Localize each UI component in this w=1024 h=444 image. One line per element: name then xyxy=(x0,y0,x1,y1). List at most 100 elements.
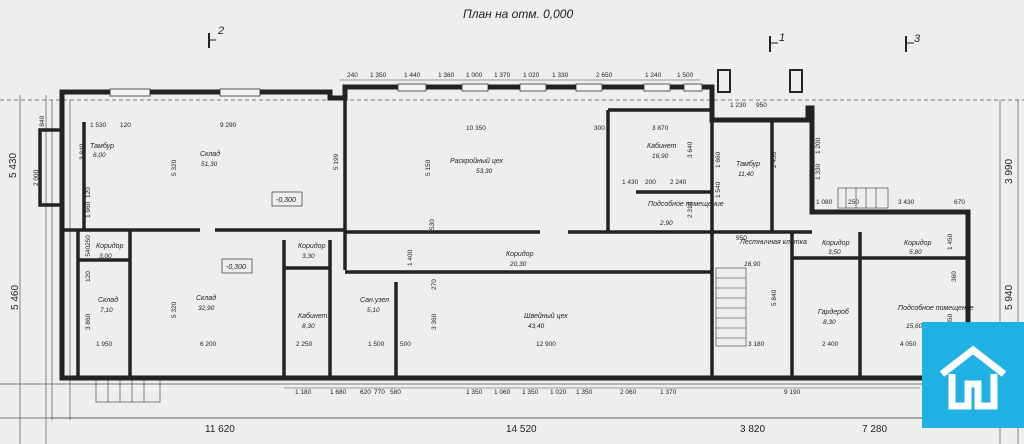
room-name: Сан.узел xyxy=(360,297,389,304)
level-mark: -0,300 xyxy=(276,197,296,204)
svg-text:3 990: 3 990 xyxy=(1004,159,1015,184)
svg-text:2 400: 2 400 xyxy=(822,341,839,348)
svg-text:2 000: 2 000 xyxy=(33,169,40,186)
svg-text:5 460: 5 460 xyxy=(10,285,21,310)
room-name: Кабинет xyxy=(647,142,677,150)
house-logo-icon-graphic xyxy=(939,345,1007,410)
svg-text:1 350: 1 350 xyxy=(466,389,483,396)
svg-text:1 660: 1 660 xyxy=(715,151,722,168)
room-area: 5,80 xyxy=(909,249,922,256)
svg-text:3 850: 3 850 xyxy=(947,313,954,330)
room-area: 6,00 xyxy=(93,152,106,159)
svg-text:770: 770 xyxy=(374,389,385,396)
svg-text:1 530: 1 530 xyxy=(90,122,107,129)
svg-text:9 190: 9 190 xyxy=(784,389,801,396)
svg-text:1 950: 1 950 xyxy=(96,341,113,348)
svg-text:3 640: 3 640 xyxy=(687,141,694,158)
svg-text:1 200: 1 200 xyxy=(815,137,822,154)
svg-text:1 350: 1 350 xyxy=(370,72,387,79)
svg-text:1 540: 1 540 xyxy=(715,181,722,198)
interior-dimensions: 1 530 120 9 290 10 350 300 3 870 3 840 5… xyxy=(79,122,965,348)
room-name: Склад xyxy=(200,150,220,158)
svg-text:3 180: 3 180 xyxy=(748,341,765,348)
room-area: 3,30 xyxy=(302,253,315,260)
svg-text:240: 240 xyxy=(347,72,358,79)
room-area: 3,00 xyxy=(99,253,112,260)
axis-label-3: 3 xyxy=(914,33,921,45)
svg-text:1 020: 1 020 xyxy=(523,72,540,79)
svg-text:2 250: 2 250 xyxy=(296,341,313,348)
room-area: 43,40 xyxy=(528,323,545,330)
svg-text:5 320: 5 320 xyxy=(171,159,178,176)
level-mark-box xyxy=(221,258,253,274)
room-area: 5,10 xyxy=(367,307,380,314)
dimension-chain-right: 3 990 5 940 xyxy=(1004,159,1015,310)
svg-text:9 290: 9 290 xyxy=(220,122,237,129)
svg-text:580: 580 xyxy=(390,389,401,396)
section-markers: 2 1 3 xyxy=(208,25,921,52)
svg-text:5 199: 5 199 xyxy=(333,153,340,170)
plan-title: План на отм. 0,000 xyxy=(463,7,573,21)
room-area: 15,60 xyxy=(906,323,923,330)
svg-text:3 820: 3 820 xyxy=(740,424,765,435)
svg-text:14 520: 14 520 xyxy=(506,424,537,435)
svg-text:1 500: 1 500 xyxy=(677,72,694,79)
svg-text:250: 250 xyxy=(85,235,92,246)
svg-text:3 860: 3 860 xyxy=(85,313,92,330)
stairs xyxy=(95,187,889,403)
svg-text:1 350: 1 350 xyxy=(522,389,539,396)
room-area: 16,90 xyxy=(652,153,669,160)
dimension-chain-top: 240 1 350 1 440 1 380 1 000 1 370 1 020 … xyxy=(340,72,700,81)
room-name: Коридор xyxy=(904,239,932,247)
svg-text:3 840: 3 840 xyxy=(79,143,86,160)
svg-text:1 540: 1 540 xyxy=(85,245,92,262)
room-name: Подсобное помещение xyxy=(898,304,974,312)
room-name: Тамбур xyxy=(736,160,760,168)
level-mark: -0,300 xyxy=(226,264,246,271)
room-area: 20,30 xyxy=(509,261,527,268)
svg-text:1 500: 1 500 xyxy=(368,341,385,348)
house-logo-icon xyxy=(922,322,1024,428)
windows-top xyxy=(109,83,703,97)
svg-text:3 360: 3 360 xyxy=(431,313,438,330)
svg-text:530: 530 xyxy=(429,219,436,230)
svg-text:300: 300 xyxy=(594,125,605,132)
svg-text:1 180: 1 180 xyxy=(295,389,312,396)
room-name: Швейный цех xyxy=(524,312,568,320)
svg-text:1 370: 1 370 xyxy=(494,72,511,79)
axis-label-2: 2 xyxy=(217,25,224,37)
svg-text:5 940: 5 940 xyxy=(1004,285,1015,310)
dimension-chain-bottom-outer: 11 620 14 520 3 820 7 280 xyxy=(52,417,1000,435)
room-area: 3,50 xyxy=(828,249,841,256)
room-name: Раскройный цех xyxy=(450,157,503,165)
svg-text:6 200: 6 200 xyxy=(200,341,217,348)
svg-text:10 350: 10 350 xyxy=(466,125,486,132)
room-area: 32,90 xyxy=(198,305,215,312)
svg-text:950: 950 xyxy=(756,102,767,109)
room-name: Гардероб xyxy=(818,308,850,316)
svg-text:1 440: 1 440 xyxy=(404,72,421,79)
svg-text:360: 360 xyxy=(951,271,958,282)
svg-text:1 080: 1 080 xyxy=(816,199,833,206)
svg-text:670: 670 xyxy=(954,199,965,206)
svg-text:2 310: 2 310 xyxy=(687,201,694,218)
svg-text:1 000: 1 000 xyxy=(466,72,483,79)
svg-text:200: 200 xyxy=(645,179,656,186)
room-area: 7,10 xyxy=(100,307,113,314)
svg-text:1 020: 1 020 xyxy=(550,389,567,396)
svg-text:950: 950 xyxy=(736,235,747,242)
svg-text:120: 120 xyxy=(85,271,92,282)
svg-text:1 960: 1 960 xyxy=(85,201,92,218)
svg-text:1 430: 1 430 xyxy=(622,179,639,186)
svg-text:1 230: 1 230 xyxy=(730,102,747,109)
room-name: Тамбур xyxy=(90,142,114,150)
svg-text:1 330: 1 330 xyxy=(815,163,822,180)
svg-text:11 620: 11 620 xyxy=(205,424,235,435)
room-area: 51,30 xyxy=(201,161,218,168)
svg-text:500: 500 xyxy=(400,341,411,348)
entry-steps-top: 1 230 950 xyxy=(717,69,803,109)
room-area: 53,30 xyxy=(476,168,493,175)
svg-text:1 450: 1 450 xyxy=(947,233,954,250)
svg-text:2 240: 2 240 xyxy=(670,179,687,186)
